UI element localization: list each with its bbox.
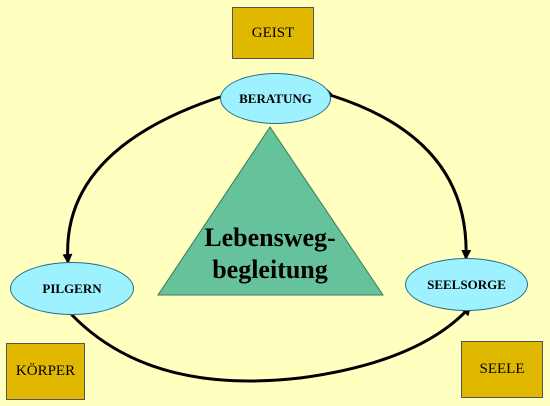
arrow-pilgern-seelsorge [62,305,472,383]
node-beratung: BERATUNG [220,73,331,124]
center-title: Lebensweg- begleitung [170,222,370,286]
node-pilgern: PILGERN [10,262,134,315]
arrow-beratung-seelsorge [323,88,472,260]
geist-label: GEIST [232,7,314,59]
center-title-line1: Lebensweg- [204,223,336,252]
center-title-line2: begleitung [212,255,328,284]
node-seelsorge: SEELSORGE [405,258,528,311]
seele-label: SEELE [461,341,543,398]
arrow-beratung-pilgern [62,89,230,264]
koerper-label: KÖRPER [6,343,85,400]
